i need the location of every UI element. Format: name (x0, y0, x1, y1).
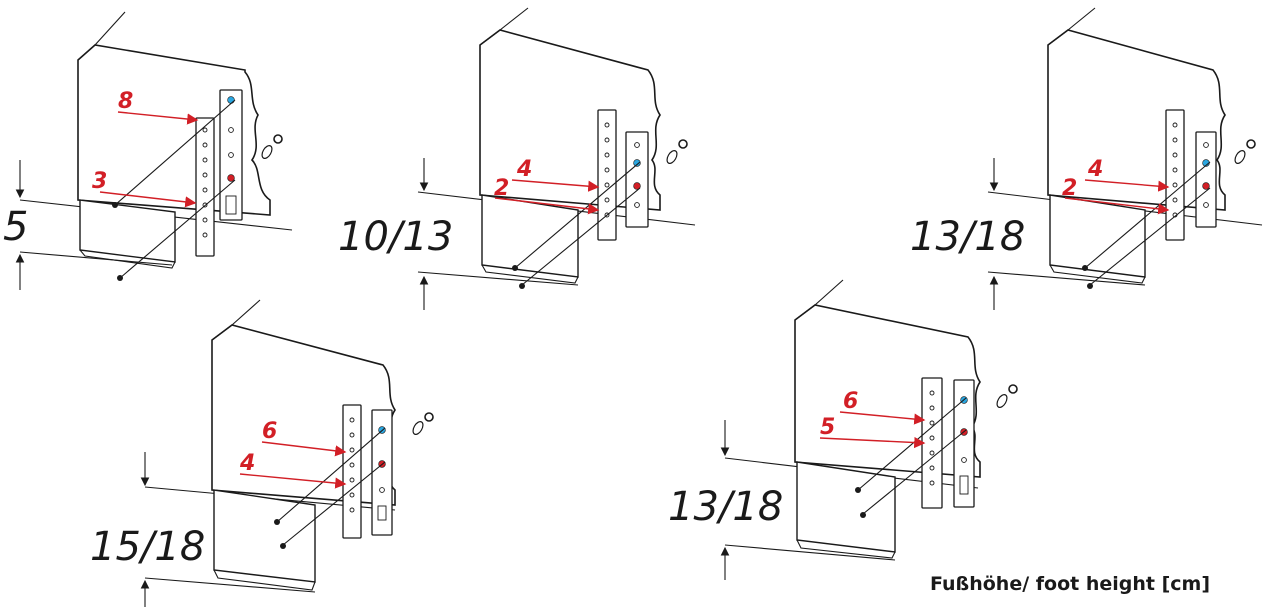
diagram-2: 4 2 10/13 (338, 7, 696, 310)
position-number-upper: 4 (1087, 157, 1103, 182)
position-number-lower: 5 (820, 415, 835, 440)
position-number-upper: 6 (843, 389, 858, 414)
diagram-3: 4 2 13/18 (910, 7, 1263, 310)
foot-height-label: 15/18 (90, 524, 205, 570)
foot-height-label: 5 (3, 204, 28, 250)
diagram-5: 6 5 13/18 (668, 279, 1018, 580)
foot-height-label: 13/18 (910, 214, 1025, 260)
position-number-lower: 4 (239, 451, 255, 476)
position-number-upper: 8 (118, 89, 133, 114)
position-number-upper: 4 (516, 157, 532, 182)
position-number-lower: 2 (494, 176, 509, 201)
foot-height-label: 13/18 (668, 484, 783, 530)
diagram-1: 8 3 5 (3, 11, 293, 290)
diagram-4: 6 4 15/18 (90, 299, 434, 607)
foot-height-label: 10/13 (338, 214, 453, 260)
position-number-lower: 2 (1062, 176, 1077, 201)
position-number-upper: 6 (262, 419, 277, 444)
foot-height-legend: Fußhöhe/ foot height [cm] (930, 573, 1210, 595)
position-number-lower: 3 (92, 169, 107, 194)
